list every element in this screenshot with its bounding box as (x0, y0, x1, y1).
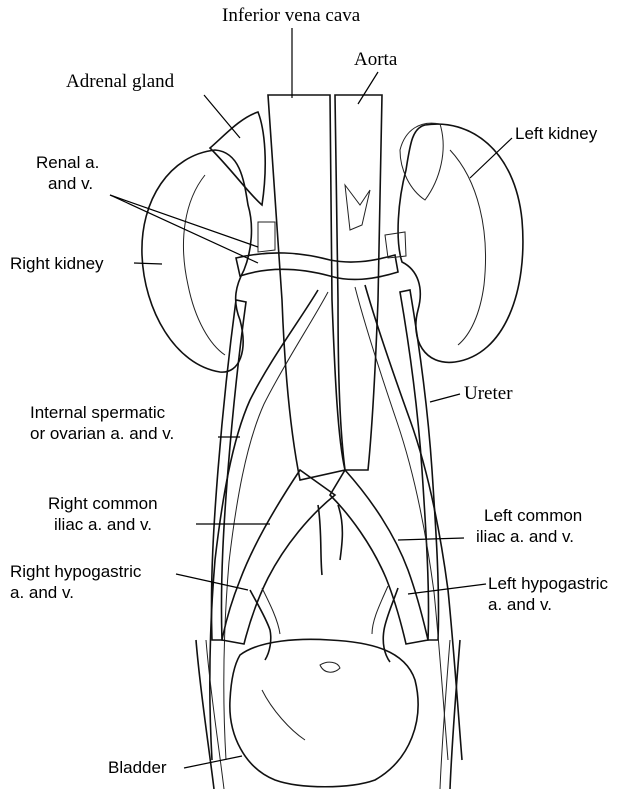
label-left-hypogastric-line2: a. and v. (488, 595, 552, 615)
left-common-iliac-shape (330, 470, 428, 644)
right-renal-stub (258, 222, 275, 252)
leader-aorta (358, 72, 378, 104)
label-left-hypogastric-line1: Left hypogastric (488, 574, 608, 594)
label-bladder: Bladder (108, 758, 167, 778)
spermatic-vessel-right (210, 290, 318, 760)
leader-left-kidney (470, 138, 512, 178)
label-renal-av-line2: and v. (48, 174, 93, 194)
label-left-common-line2: iliac a. and v. (476, 527, 574, 547)
right-external-iliac (196, 640, 214, 789)
label-left-kidney: Left kidney (515, 124, 597, 144)
adrenal-gland-shape (210, 112, 265, 205)
left-external-iliac-2 (440, 640, 450, 789)
label-right-kidney: Right kidney (10, 254, 104, 274)
leader-ureter (430, 394, 460, 402)
renal-branch-detail (345, 185, 370, 230)
label-spermatic-line2: or ovarian a. and v. (30, 424, 174, 444)
spermatic-vessel-left-2 (355, 287, 448, 760)
leader-adrenal-gland (204, 95, 240, 138)
label-aorta: Aorta (354, 50, 397, 70)
right-external-iliac-2 (206, 640, 224, 789)
label-spermatic-line1: Internal spermatic (30, 403, 165, 423)
left-hypogastric-shape-2 (372, 586, 388, 634)
renal-vessels-shape (236, 253, 398, 280)
median-sacral-vessel (318, 505, 322, 575)
label-left-common-line1: Left common (484, 506, 582, 526)
label-inferior-vena-cava: Inferior vena cava (222, 6, 360, 26)
label-adrenal-gland: Adrenal gland (66, 72, 174, 92)
median-sacral-vessel-2 (338, 505, 342, 560)
label-right-common-line1: Right common (48, 494, 158, 514)
leader-right-kidney (134, 263, 162, 264)
aorta-shape (335, 95, 382, 470)
label-renal-av-line1: Renal a. (36, 153, 99, 173)
inferior-vena-cava-shape (268, 95, 345, 480)
right-kidney-shape (142, 150, 252, 372)
right-hypogastric-shape-2 (262, 588, 280, 634)
leader-left-common-iliac (398, 538, 464, 540)
spermatic-vessel-left (365, 285, 462, 760)
leader-bladder (184, 756, 242, 768)
label-right-hypogastric-line1: Right hypogastric (10, 562, 141, 582)
label-ureter: Ureter (464, 384, 513, 404)
label-right-common-line2: iliac a. and v. (54, 515, 152, 535)
label-right-hypogastric-line2: a. and v. (10, 583, 74, 603)
left-kidney-shape (398, 123, 523, 362)
